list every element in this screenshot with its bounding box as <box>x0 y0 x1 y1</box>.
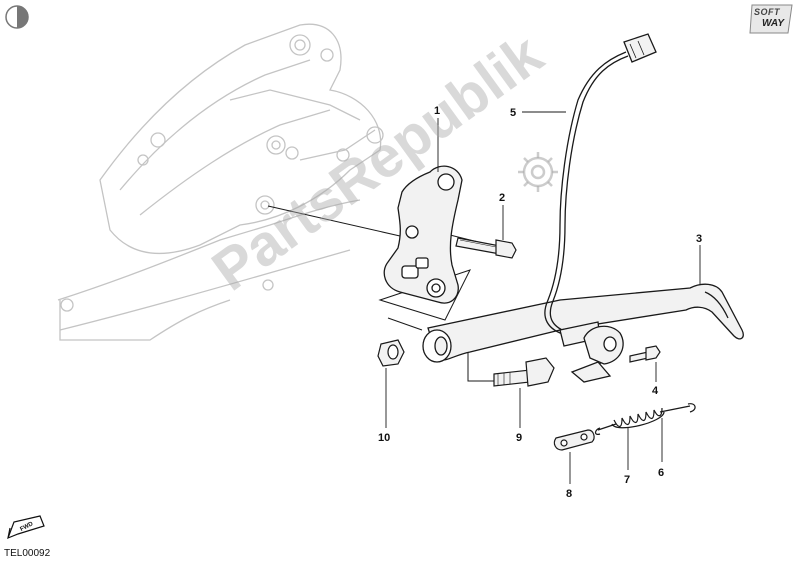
brand-logo-line1: SOFT <box>754 7 780 17</box>
drawing-code: TEL00092 <box>4 548 51 559</box>
half-circle-icon <box>5 5 29 29</box>
gear-icon <box>518 152 558 192</box>
part-8-plate <box>553 429 595 451</box>
callout-7: 7 <box>624 474 630 486</box>
callout-8: 8 <box>566 488 572 500</box>
brand-logo-line2: WAY <box>762 18 785 29</box>
callout-leaders <box>385 111 701 484</box>
callout-9: 9 <box>516 432 522 444</box>
fwd-arrow-icon: FWD <box>6 514 46 542</box>
callout-1: 1 <box>434 105 440 117</box>
part-5-switch-cable <box>544 33 657 383</box>
part-9-pivot-bolt <box>493 357 555 387</box>
callout-10: 10 <box>378 432 390 444</box>
callout-5: 5 <box>510 107 516 119</box>
part-2-bolt <box>455 237 517 259</box>
part-1-bracket <box>383 165 463 304</box>
part-4-screw <box>629 345 661 363</box>
brand-logo-shape <box>749 4 793 34</box>
part-10-bushing <box>377 339 405 367</box>
engine-frame-ghost <box>57 23 384 341</box>
fwd-arrow-shape <box>6 515 45 540</box>
callout-4: 4 <box>652 385 659 397</box>
part-6-spring <box>594 403 696 435</box>
callout-6: 6 <box>658 467 664 479</box>
part-3-side-stand <box>422 283 744 363</box>
callout-3: 3 <box>696 233 702 245</box>
callout-2: 2 <box>499 192 505 204</box>
brand-logo: SOFT WAY <box>748 3 794 35</box>
